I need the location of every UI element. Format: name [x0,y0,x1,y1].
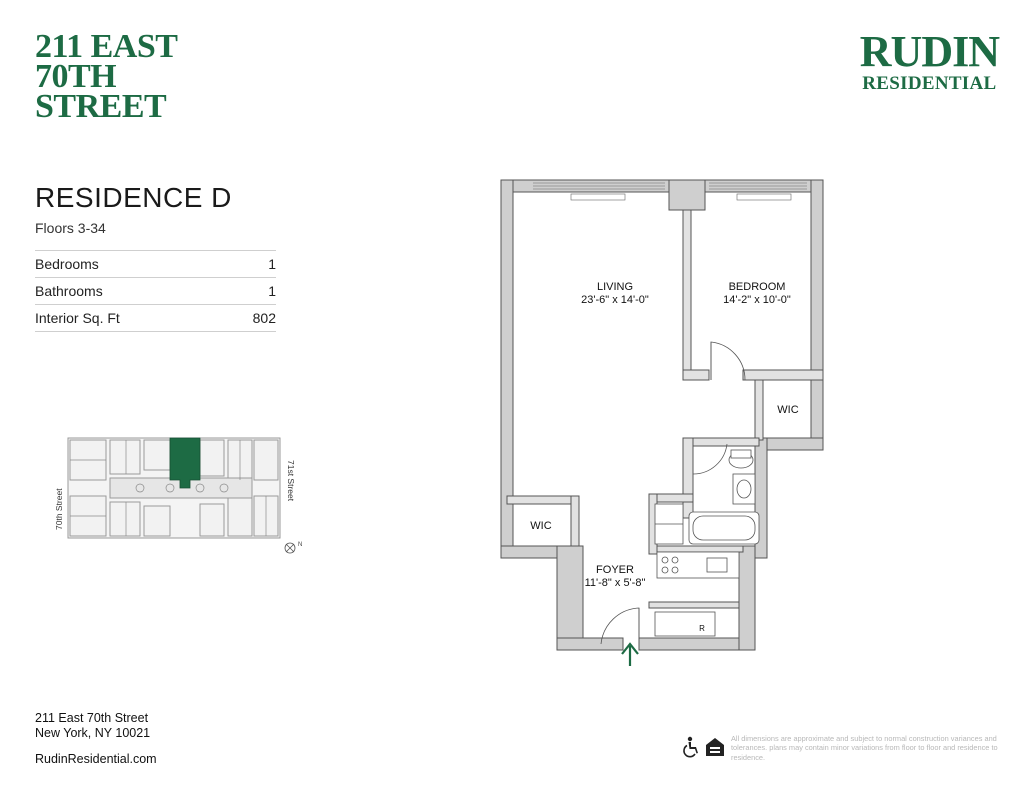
key-plan-drawing: N 70th Street 71st Street [54,437,302,554]
spec-value: 1 [268,283,276,299]
building-name-line2: 70TH [35,58,117,95]
brand-logo-line1: RUDIN [859,27,1000,76]
compass-icon [284,542,296,554]
accessibility-icon [683,736,698,758]
room-bedroom-name: BEDROOM [728,281,786,293]
room-foyer-name: FOYER [596,564,634,576]
compass-label: N [298,542,302,548]
website-link[interactable]: RudinResidential.com [35,752,157,766]
spec-row-bedrooms: Bedrooms 1 [35,251,276,278]
building-name: 211 EAST 70TH STREET [35,28,178,125]
room-bedroom-dims: 14'-2" x 10'-0" [723,294,791,306]
residence-title: RESIDENCE D [35,182,232,213]
room-living-dims: 23'-6" x 14'-0" [581,294,649,306]
spec-row-sqft: Interior Sq. Ft 802 [35,305,276,332]
disclaimer-text: All dimensions are approximate and subje… [731,734,998,762]
spec-label: Bathrooms [35,283,103,299]
room-wic-bedroom: WIC [777,404,799,416]
room-foyer-dims: 11'-8" x 5'-8" [584,577,646,589]
room-wic-living: WIC [530,520,552,532]
street-label-left: 70th Street [54,488,64,530]
equal-housing-icon [706,738,724,756]
spec-label: Interior Sq. Ft [35,310,120,326]
key-plan-highlight [169,437,201,489]
room-living: LIVING 23'-6" x 14'-0" [555,281,675,307]
spec-value: 802 [252,310,276,326]
street-label-right: 71st Street [286,460,296,502]
address-line2: New York, NY 10021 [35,726,151,740]
key-plan: N 70th Street 71st Street [40,430,310,570]
address-line1: 211 East 70th Street [35,711,149,725]
spec-row-bathrooms: Bathrooms 1 [35,278,276,305]
floor-plan: LIVING 23'-6" x 14'-0" BEDROOM 14'-2" x … [497,174,827,674]
spec-label: Bedrooms [35,256,99,272]
floor-plan-drawing [500,179,824,666]
building-name-line3: STREET [35,88,167,125]
building-name-line1: 211 EAST [35,28,178,65]
specs-table: Bedrooms 1 Bathrooms 1 Interior Sq. Ft 8… [35,250,276,332]
brand-logo-line2: RESIDENTIAL [862,73,997,94]
room-living-name: LIVING [596,281,634,293]
compliance-icons [680,736,726,760]
entry-arrow-icon [621,642,639,666]
fridge-label: R [699,624,705,633]
spec-value: 1 [268,256,276,272]
residence-floors: Floors 3-34 [35,220,106,236]
brand-logo: RUDIN RESIDENTIAL [859,27,1000,94]
footer-address: 211 East 70th Street New York, NY 10021 [35,711,150,741]
room-foyer: FOYER 11'-8" x 5'-8" [575,564,655,590]
room-bedroom: BEDROOM 14'-2" x 10'-0" [702,281,812,307]
